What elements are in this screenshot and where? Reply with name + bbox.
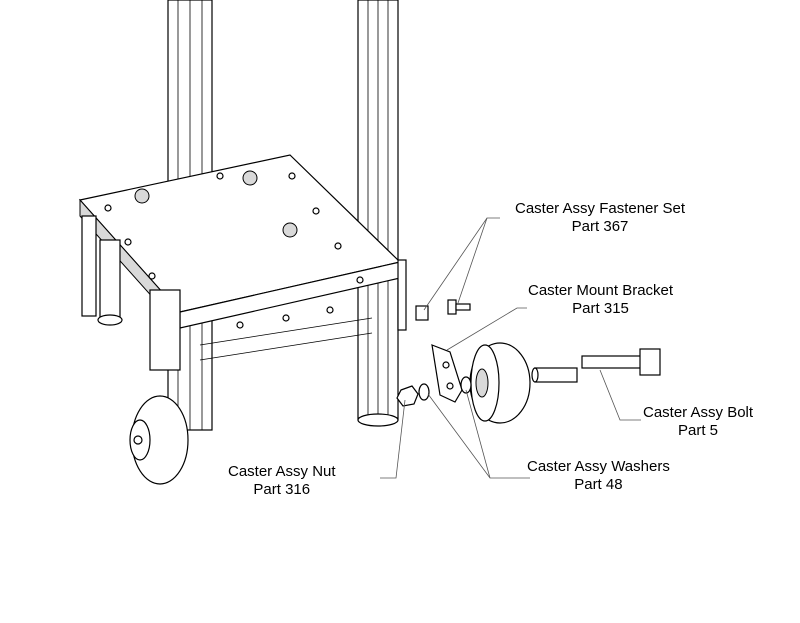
mount-bracket-part [431,344,463,403]
caster-wheel-exploded [469,342,531,424]
callout-nut-name: Caster Assy Nut [228,463,336,480]
caster-bolt-exploded [581,348,661,376]
callout-washers: Caster Assy Washers Part 48 [527,458,670,494]
nut-exploded [396,385,419,407]
callout-fastener-set-name: Caster Assy Fastener Set [515,200,686,217]
callout-mount-bracket-name: Caster Mount Bracket [528,282,674,299]
callout-bolt: Caster Assy Bolt Part 5 [643,404,753,440]
platform [78,154,402,361]
callout-washers-part: Part 48 [574,476,623,493]
upright-bracket [397,259,407,331]
callout-bolt-name: Caster Assy Bolt [643,404,754,421]
callout-nut-part: Part 316 [253,481,311,498]
callout-fastener-set: Caster Assy Fastener Set Part 367 [515,200,685,236]
upright-right [357,0,399,427]
callout-bolt-part: Part 5 [678,422,719,439]
washers-exploded [418,376,472,401]
fastener-small-bolt [447,299,471,315]
callout-washers-name: Caster Assy Washers [527,458,670,475]
callout-nut: Caster Assy Nut Part 316 [228,463,336,499]
caster-left [129,289,189,485]
platform-holes [104,170,364,329]
callout-mount-bracket-part: Part 315 [572,300,629,317]
fastener-small-nut [415,305,429,321]
caster-spacer [531,367,578,383]
callout-mount-bracket: Caster Mount Bracket Part 315 [528,282,673,318]
callout-fastener-set-part: Part 367 [571,218,629,235]
leader-lines [380,217,641,479]
